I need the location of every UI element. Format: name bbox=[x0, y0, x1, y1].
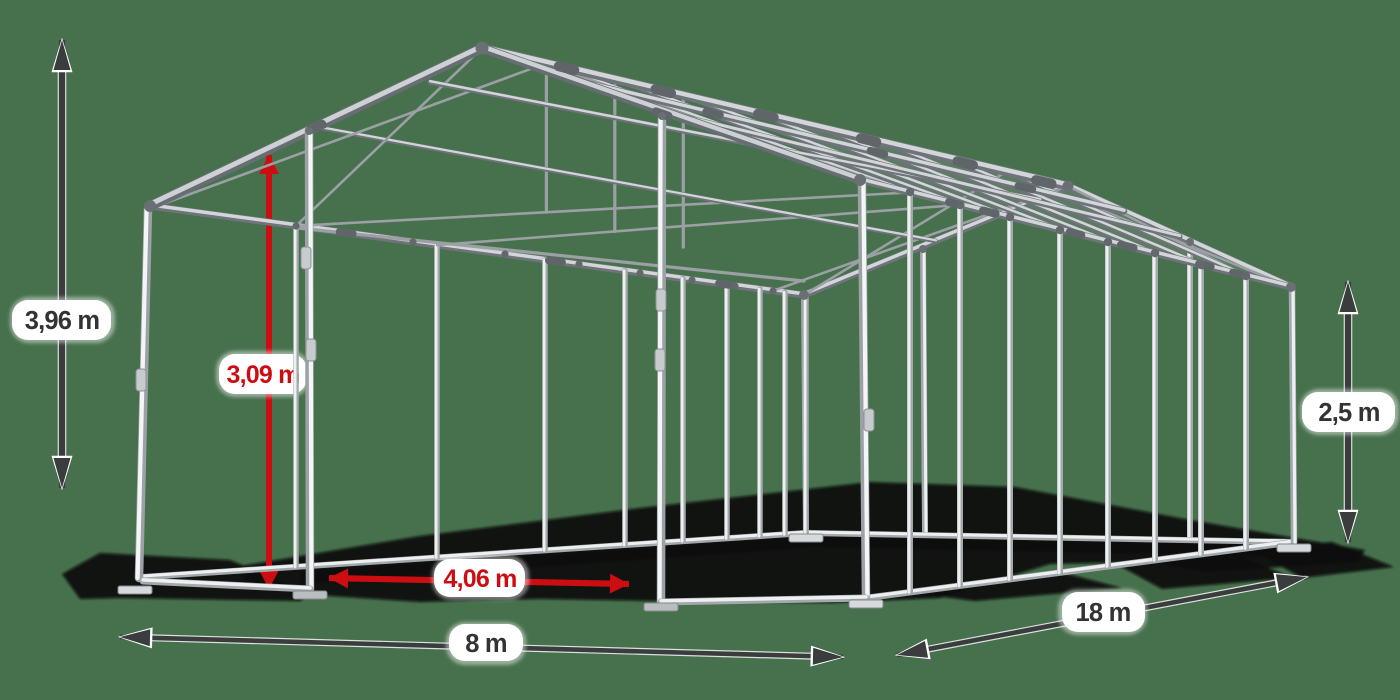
svg-text:18 m: 18 m bbox=[1076, 599, 1131, 627]
svg-text:4,06 m: 4,06 m bbox=[443, 565, 516, 593]
svg-text:8 m: 8 m bbox=[465, 630, 507, 658]
svg-text:3,96 m: 3,96 m bbox=[25, 307, 100, 335]
svg-text:3,09 m: 3,09 m bbox=[226, 361, 299, 389]
svg-text:2,5 m: 2,5 m bbox=[1318, 399, 1379, 427]
